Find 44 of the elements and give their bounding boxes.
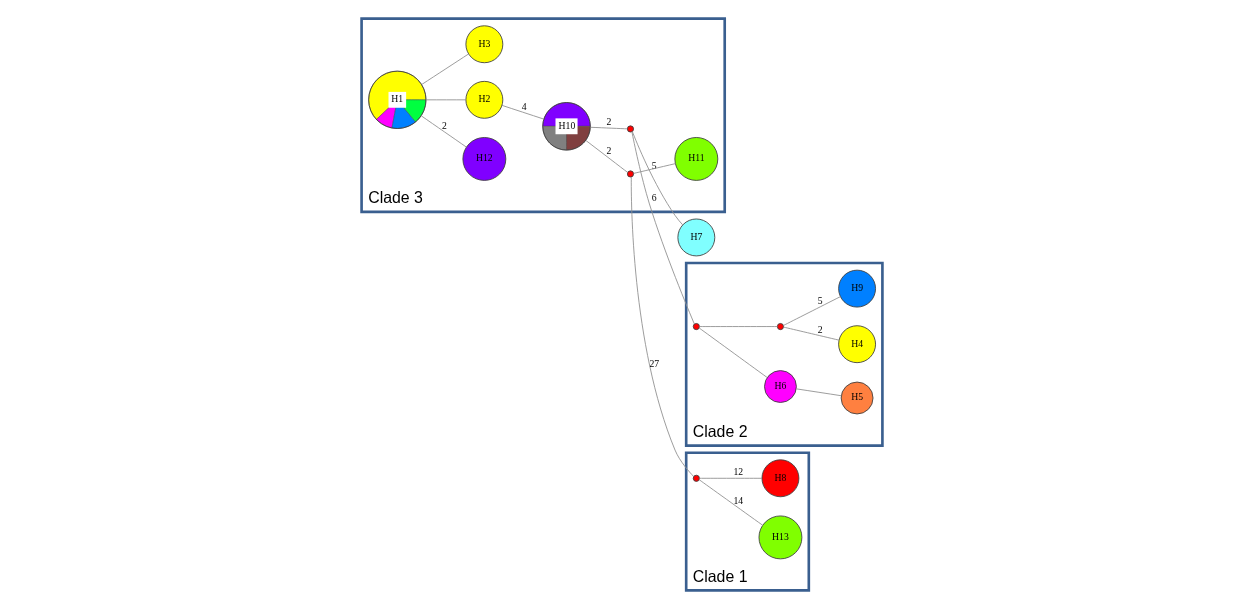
connector <box>633 163 676 174</box>
edge-label: 27 <box>649 357 660 369</box>
connector <box>783 326 840 341</box>
node-circle <box>692 474 700 482</box>
connector <box>698 327 768 378</box>
node-circle: H8 <box>761 459 800 498</box>
connector <box>699 326 778 327</box>
edge-label: 2 <box>817 323 823 335</box>
node-circle <box>776 323 784 331</box>
node-circle: H12 <box>462 137 507 181</box>
edge-label: 4 <box>521 101 527 113</box>
node-circle: H2 <box>465 80 504 119</box>
node-circle <box>626 125 634 133</box>
edge-label: 6 <box>651 192 657 204</box>
edge-label: 5 <box>651 160 657 172</box>
connector <box>796 388 842 397</box>
node-circle: H4 <box>838 325 876 364</box>
connector <box>698 479 764 526</box>
connector <box>421 53 470 85</box>
edge-label: 5 <box>817 295 823 307</box>
connector <box>590 126 628 130</box>
connector <box>631 131 695 325</box>
connector <box>501 104 545 120</box>
node-circle: H7 <box>677 218 716 257</box>
connector <box>699 477 763 479</box>
node-circle: H13 <box>758 515 803 560</box>
connector <box>585 140 628 173</box>
connector <box>631 131 684 226</box>
connector <box>783 296 841 326</box>
node-circle <box>692 323 700 331</box>
node-circle: H3 <box>465 25 504 64</box>
edge-label: 2 <box>606 145 612 157</box>
edge-label: 2 <box>442 119 447 131</box>
node-circle: H11 <box>674 137 719 181</box>
connector <box>420 115 467 148</box>
connector <box>630 176 695 477</box>
connector <box>425 99 467 101</box>
edge-label: 12 <box>733 466 744 478</box>
node-circle: H6 <box>764 370 797 403</box>
node-circle: H5 <box>840 381 874 415</box>
node-circle <box>626 170 634 178</box>
node-circle: H9 <box>838 269 876 308</box>
edge-label: 2 <box>606 116 612 128</box>
edge-label: 14 <box>733 494 744 506</box>
